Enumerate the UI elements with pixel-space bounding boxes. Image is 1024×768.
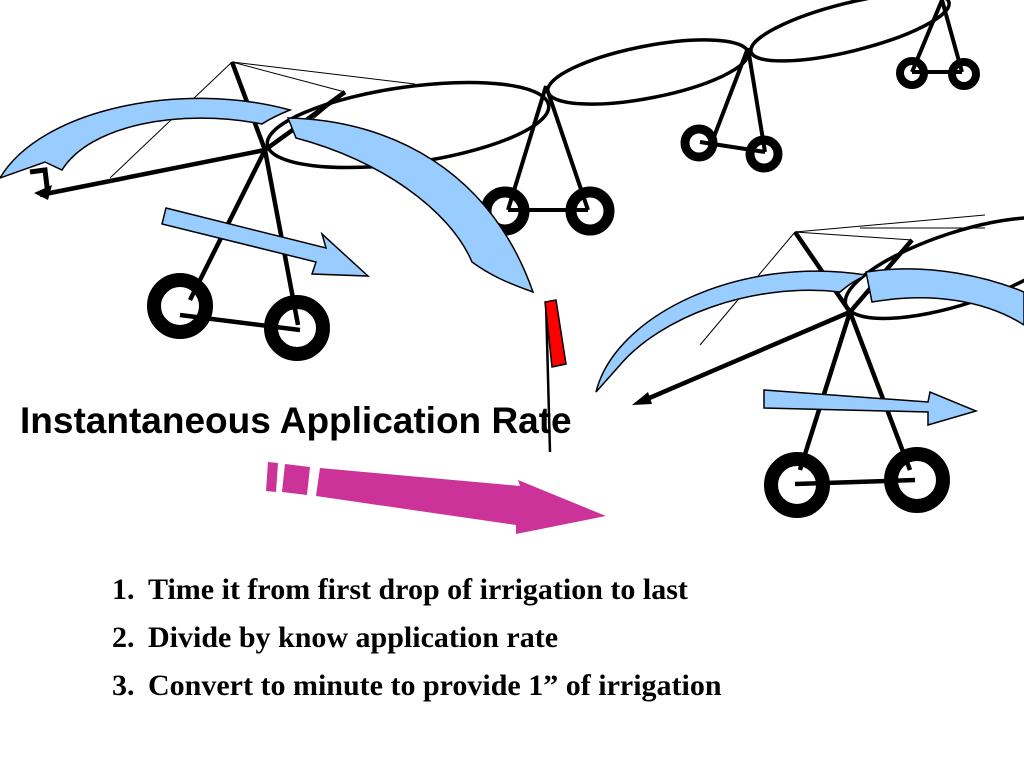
wheel: [884, 447, 950, 513]
step-text: Time it from first drop of irrigation to…: [148, 573, 688, 606]
spray-arc-left-1: [0, 97, 293, 179]
pipe-span-2: [546, 38, 750, 106]
step-number: 1.: [112, 573, 135, 606]
wheel: [147, 273, 213, 339]
tower-background-4: [896, 0, 980, 90]
motion-arrow: [266, 462, 606, 534]
pipe-span-3: [749, 0, 951, 63]
list-item: 1. Time it from first drop of irrigation …: [112, 566, 722, 614]
wheel: [565, 186, 615, 236]
wheel: [680, 124, 718, 162]
tower-background-3: [680, 47, 783, 173]
drop-pipe-right-arrowhead: [632, 392, 652, 405]
drop-pipe-left: [39, 147, 266, 198]
wheel: [745, 135, 783, 173]
flag: [544, 299, 567, 368]
drop-pipe-right: [639, 309, 851, 405]
drop-pipe-left-arrowhead: [34, 185, 52, 200]
slide-title: Instantaneous Application Rate: [20, 400, 572, 441]
step-text: Convert to minute to provide 1” of irrig…: [148, 669, 722, 702]
spray-arc-right-2: [865, 268, 1024, 326]
wheel: [896, 57, 928, 89]
wheel: [264, 295, 330, 361]
wheel: [948, 58, 980, 90]
spray-arc-left-2: [286, 117, 535, 294]
spray-direction-arrow-left: [161, 207, 371, 277]
list-item: 2. Divide by know application rate: [112, 614, 722, 662]
pipe-span-right: [843, 215, 1024, 321]
tower-right: [639, 230, 950, 518]
flag-pole: [544, 301, 552, 453]
spray-arc-right-1: [595, 270, 869, 393]
step-number: 3.: [112, 669, 135, 702]
steps-list: 1. Time it from first drop of irrigation …: [112, 566, 722, 710]
spray-direction-arrow-right: [763, 389, 979, 426]
step-text: Divide by know application rate: [148, 621, 559, 654]
step-number: 2.: [112, 621, 135, 654]
wheel: [764, 452, 830, 518]
list-item: 3. Convert to minute to provide 1” of irr…: [112, 662, 722, 710]
